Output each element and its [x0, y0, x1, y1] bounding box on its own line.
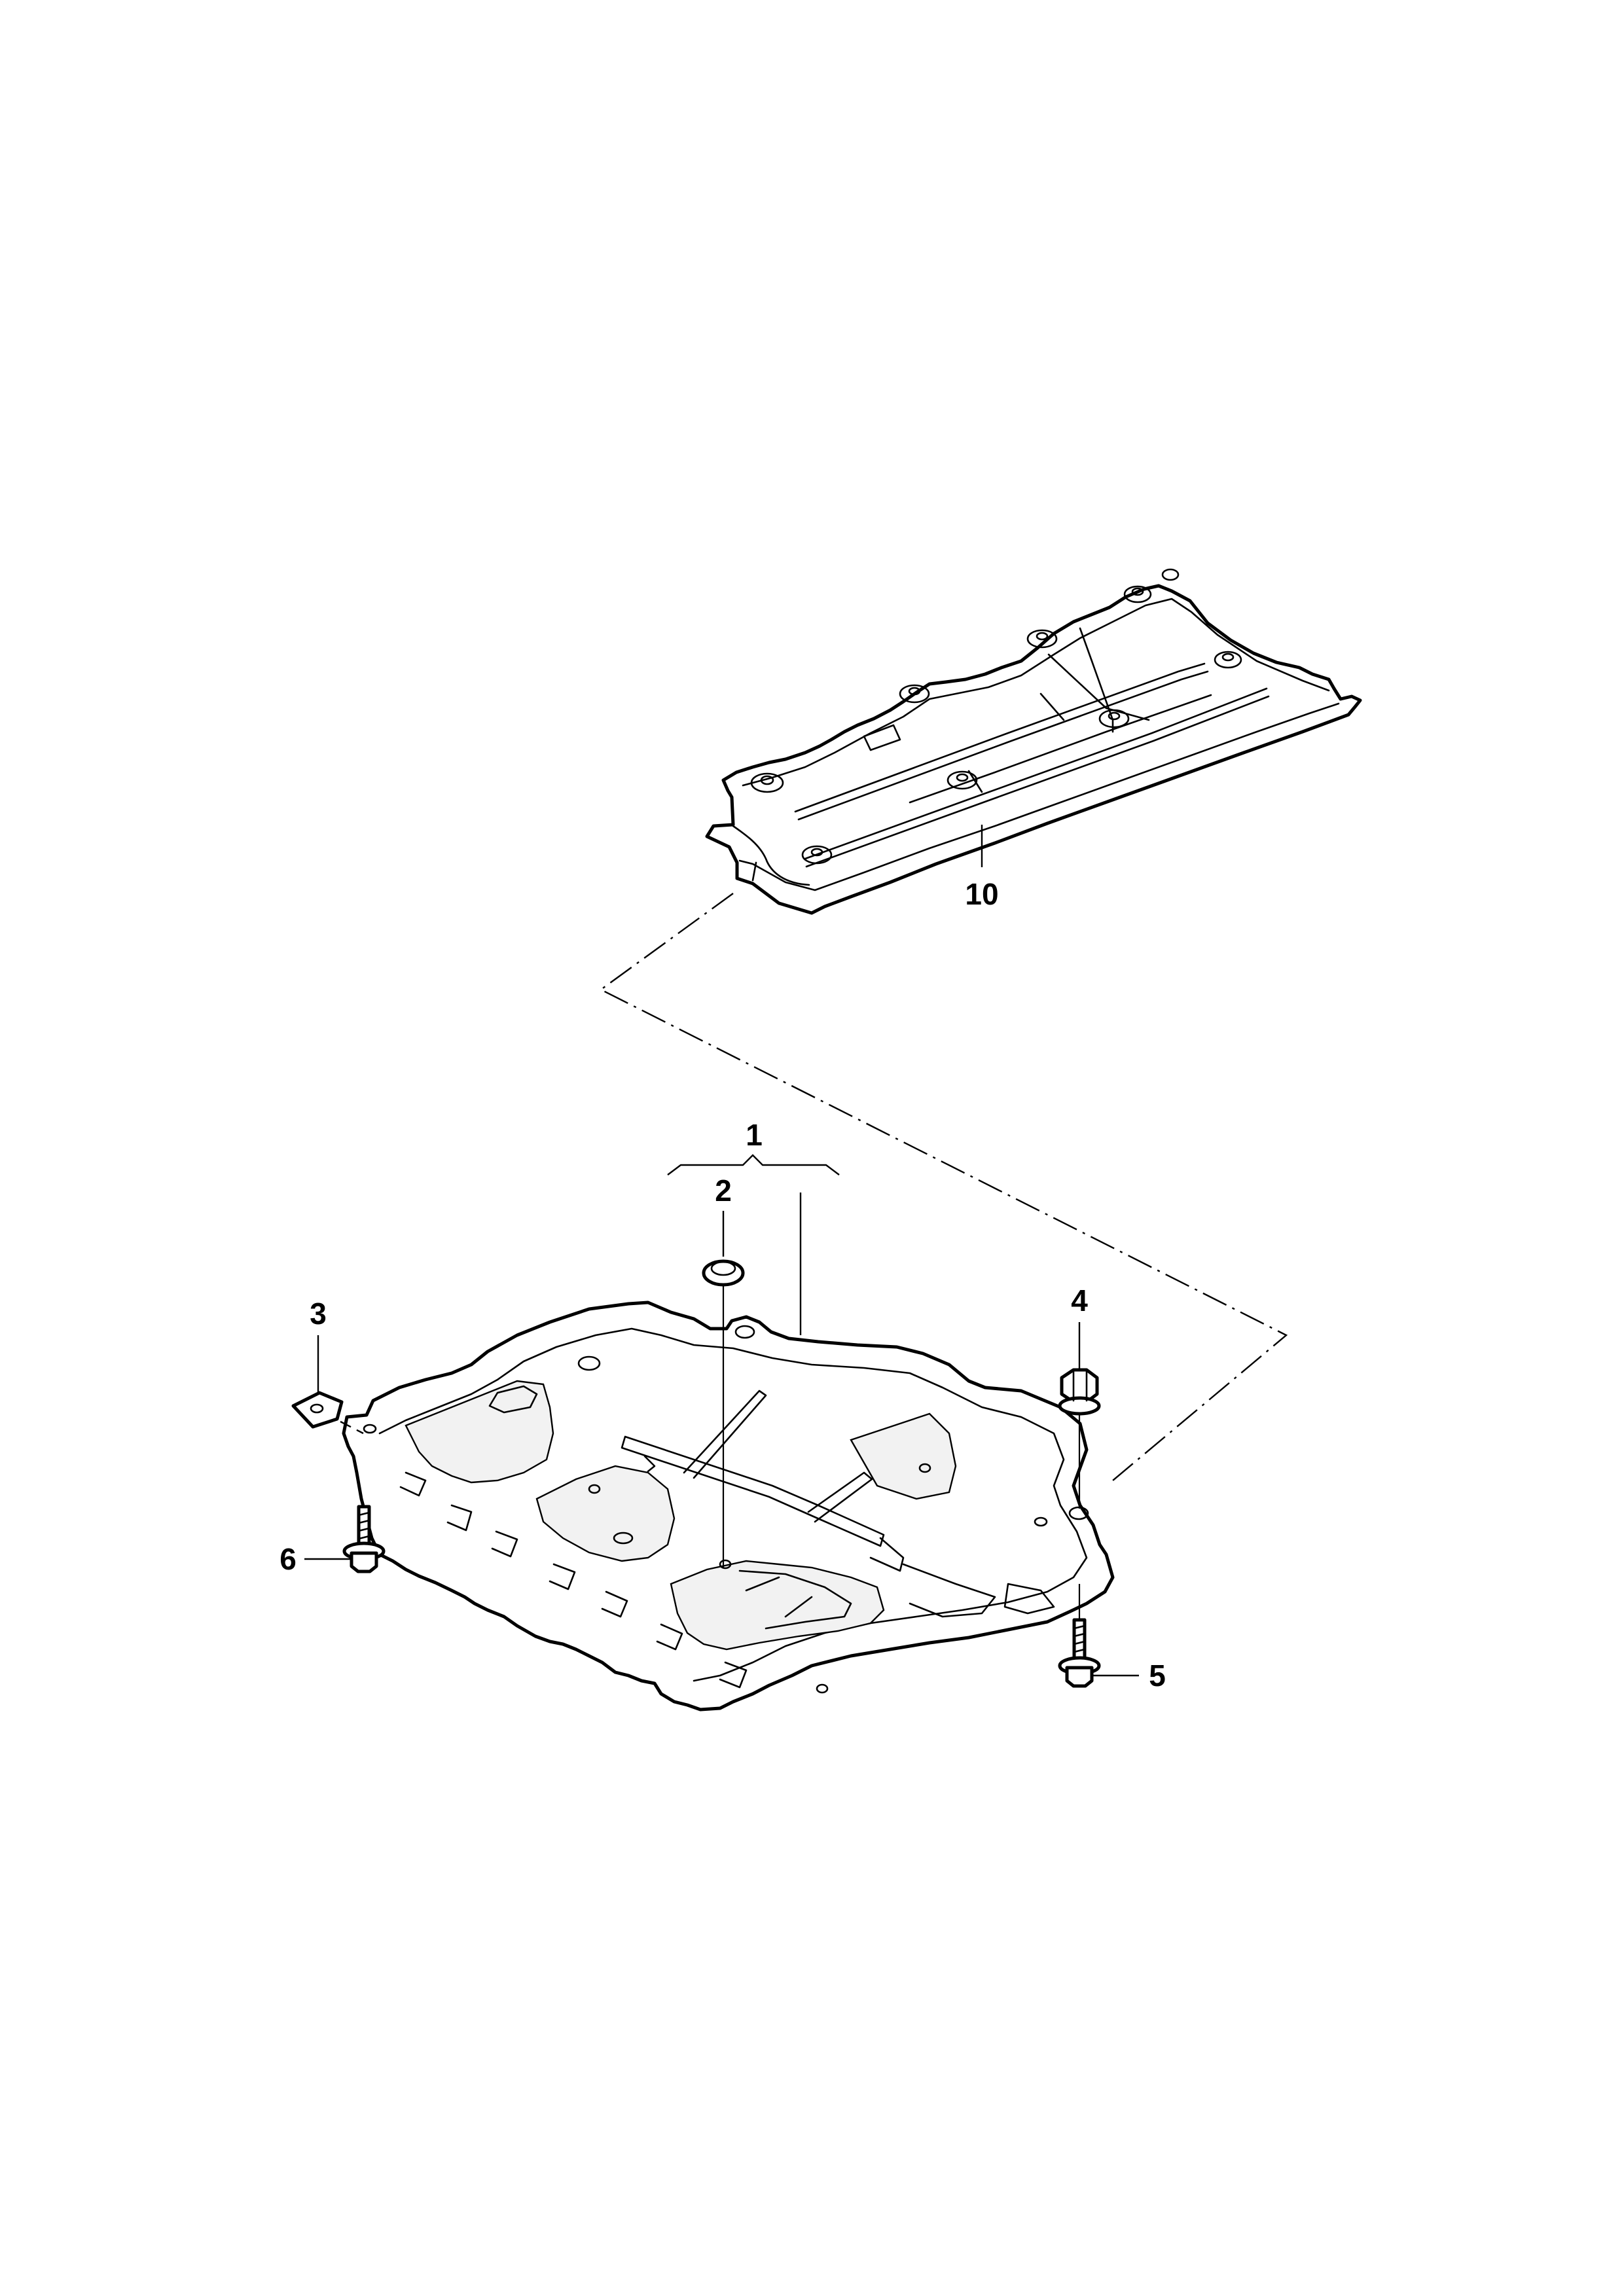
callout-bracket-1: [667, 1154, 840, 1335]
part-1-underbody-shield: [342, 1300, 1115, 1712]
part-10-side-panel: [705, 568, 1362, 915]
callout-10: 10: [965, 877, 998, 911]
part-2-grommet: [702, 1259, 745, 1287]
callout-6: 6: [280, 1542, 297, 1576]
callout-5: 5: [1149, 1659, 1166, 1693]
part-3-clip-nut: [291, 1391, 344, 1429]
callout-4: 4: [1071, 1283, 1088, 1318]
axis-line-3: [340, 1420, 364, 1435]
callout-1: 1: [746, 1118, 763, 1152]
alignment-lines: [599, 893, 1288, 1481]
part-6-bolt: [342, 1505, 386, 1573]
callout-2: 2: [715, 1174, 732, 1208]
callout-3: 3: [310, 1297, 327, 1331]
part-4-flange-nut: [1058, 1368, 1101, 1416]
part-5-bolt: [1058, 1618, 1101, 1688]
